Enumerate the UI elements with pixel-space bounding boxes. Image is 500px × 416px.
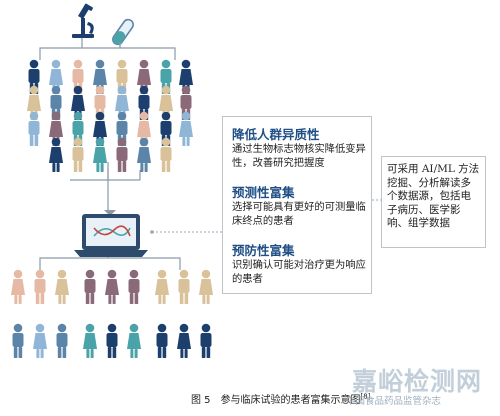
figure-caption: 图 5 参与临床试验的患者富集示意图[8] [191,391,370,406]
caption-text: 图 5 参与临床试验的患者富集示意图 [191,395,361,406]
dna-icon [93,225,131,237]
heading-predictive-enrichment: 预测性富集 [232,185,295,200]
test-tube-icon [112,18,134,46]
microscope-icon [72,3,94,38]
laptop-icon [74,214,148,257]
enriched-group-peach [11,269,213,304]
connector-lines [39,38,181,270]
source-note: 中国食品药品监管杂志 [346,396,442,407]
watermark-text: 嘉峪检测网 [352,367,483,396]
body-reduce-heterogeneity: 通过生物标志物核实降低变异性，改善研究把握度 [232,143,366,169]
ai-ml-note: 可采用 AI/ML 方法挖掘、分析解读多个数据源，包括电子病历、医学影响、组学数… [381,156,486,248]
heading-reduce-heterogeneity: 降低人群异质性 [232,127,320,142]
body-prognostic-enrichment: 识别确认可能对治疗更为响应的患者 [232,259,366,285]
caption-reference: [8] [360,392,371,401]
enrichment-strategies-box [222,116,372,294]
body-predictive-enrichment: 选择可能具有更好的可测量临床终点的患者 [232,201,366,227]
heading-prognostic-enrichment: 预防性富集 [232,243,295,258]
patient-crowd [27,59,193,172]
flow-dotted-line [152,199,381,233]
enriched-group-blue [12,323,212,358]
